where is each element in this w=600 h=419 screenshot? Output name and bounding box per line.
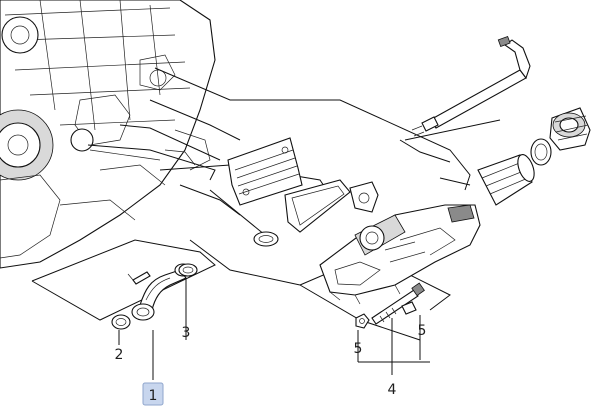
dipstick-tube <box>411 35 531 137</box>
gasket-2 <box>111 314 131 330</box>
oil-filter <box>477 138 552 206</box>
callout-leaders <box>118 278 430 380</box>
oil-filter-cap <box>549 107 591 151</box>
oil-filter-housing <box>319 204 481 305</box>
svg-text:2: 2 <box>115 347 124 363</box>
bolt-4 <box>371 282 425 325</box>
callout-1[interactable]: 1 <box>142 382 164 406</box>
callout-3[interactable]: 3 <box>182 325 191 341</box>
svg-text:1: 1 <box>149 388 158 404</box>
svg-text:5: 5 <box>354 341 363 357</box>
engine-block <box>0 0 216 269</box>
oil-cooler <box>227 137 303 206</box>
nut-5a <box>355 313 370 329</box>
svg-text:4: 4 <box>388 382 397 398</box>
nut-5b <box>401 301 417 315</box>
callout-5-left[interactable]: 5 <box>354 341 363 357</box>
callout-2[interactable]: 2 <box>115 347 124 363</box>
svg-text:5: 5 <box>418 323 427 339</box>
callout-5-right[interactable]: 5 <box>418 323 427 339</box>
svg-text:3: 3 <box>182 325 191 341</box>
cooler-gaskets <box>253 179 379 247</box>
callout-4[interactable]: 4 <box>388 382 397 398</box>
oil-pipe <box>127 263 192 321</box>
callout-highlight <box>142 382 164 406</box>
gasket-3 <box>178 263 198 277</box>
